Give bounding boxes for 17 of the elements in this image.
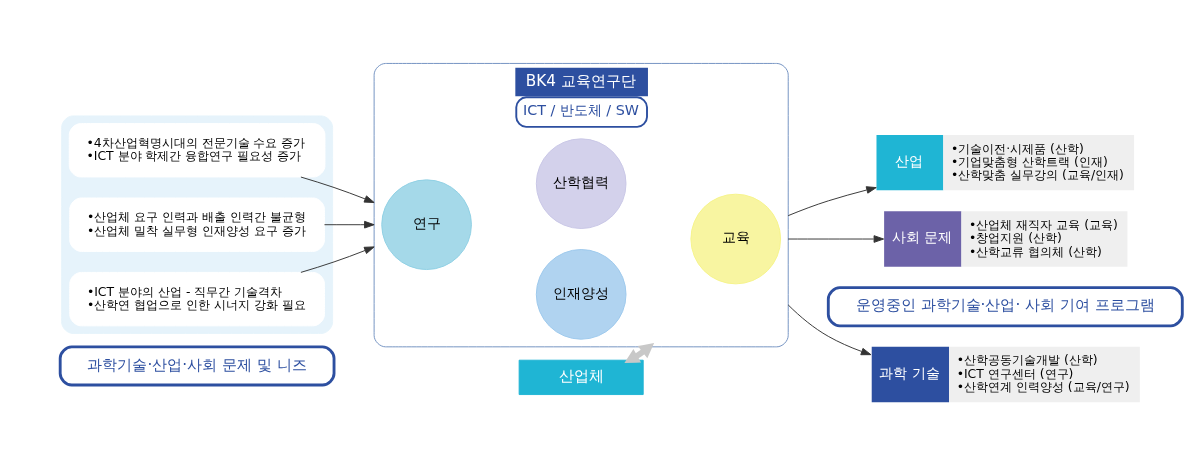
- arrow: [324, 220, 375, 229]
- arrow: [300, 245, 375, 273]
- node-box: 산업체: [518, 359, 644, 395]
- arrow: [300, 176, 375, 203]
- node-box: •ICT 분야의 산업 - 직무간 기술격차 •산학연 협업으로 인한 시너지 강화 필요: [69, 271, 325, 326]
- node-box: •산업체 요구 인력과 배출 인력간 불균형 •산업체 밀착 실무형 인재양성 요구 증가: [69, 197, 325, 252]
- node-circle: 인재양성: [535, 248, 627, 340]
- node-box: •4차산업혁명시대의 전문기술 수요 증가 •ICT 분야 학제간 융합연구 필요성 증가: [68, 122, 326, 177]
- arrow: [787, 303, 872, 355]
- node-box: 운영중인 과학기술·산업· 사회 기여 프로그램: [826, 285, 1184, 327]
- node-circle: 교육: [690, 193, 782, 284]
- arrow: [787, 185, 877, 216]
- node-box: 과학기술·산업·사회 문제 및 니즈: [58, 344, 336, 386]
- arrow: [787, 234, 885, 243]
- node-circle: 연구: [381, 178, 472, 270]
- cluster: [61, 114, 334, 334]
- node-circle: 산학협력: [535, 137, 627, 229]
